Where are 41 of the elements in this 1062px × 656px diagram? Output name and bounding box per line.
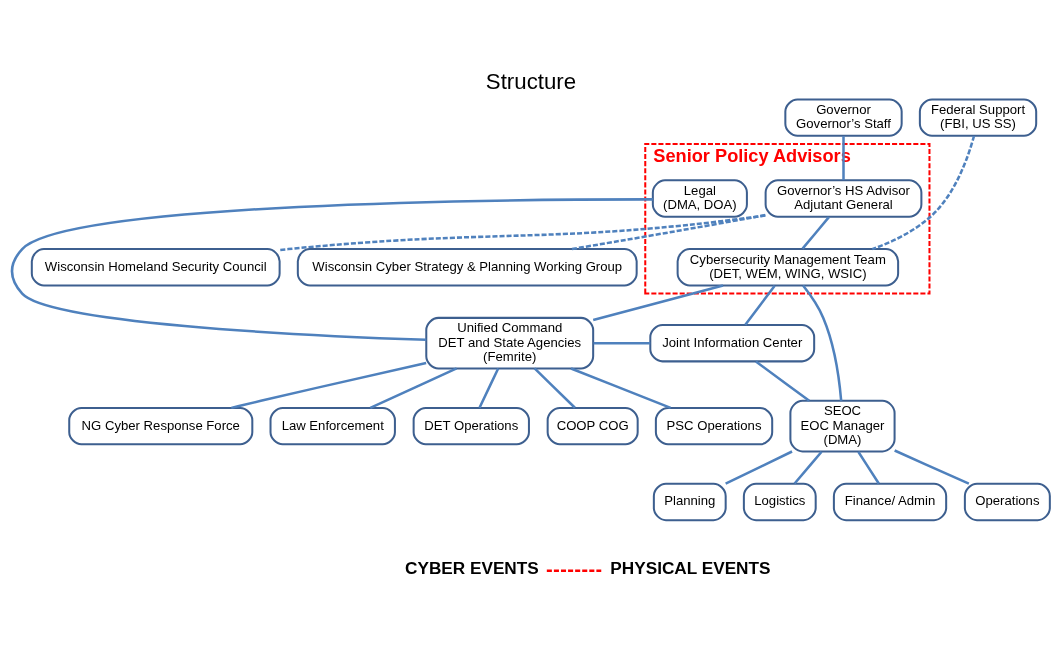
node-box: Planning	[652, 482, 727, 522]
connector	[744, 285, 776, 326]
node-box: Law Enforcement	[269, 406, 396, 446]
node-box: Federal Support (FBI, US SS)	[918, 98, 1038, 137]
connector	[801, 216, 830, 250]
node-box: Wisconsin Cyber Strategy & Planning Working Group	[296, 248, 638, 287]
connector	[755, 360, 810, 402]
node-box: Operations	[963, 482, 1051, 522]
node-box: Unified Command DET and State Agencies (Femrite)	[425, 316, 595, 370]
node-box: Governor’s HS Advisor Adjutant General	[764, 179, 923, 218]
connector	[592, 284, 724, 322]
connector	[533, 367, 576, 409]
connector	[571, 213, 766, 251]
connector	[593, 341, 651, 345]
node-box: Logistics	[742, 482, 817, 522]
node-box: COOP COG	[546, 406, 639, 446]
connector	[478, 367, 500, 409]
node-box: SEOC EOC Manager (DMA)	[789, 399, 896, 453]
node-box: NG Cyber Response Force	[68, 406, 254, 446]
node-box: Legal (DMA, DOA)	[651, 179, 748, 218]
node-box: DET Operations	[412, 406, 530, 446]
connector	[279, 214, 766, 252]
connector	[894, 449, 970, 485]
connector	[11, 198, 653, 342]
node-box: Cybersecurity Management Team (DET, WEM, WING, WSIC)	[676, 248, 900, 287]
connector	[871, 135, 976, 251]
connector	[369, 367, 458, 410]
node-box: PSC Operations	[654, 406, 774, 446]
connector	[802, 284, 843, 401]
node-box: Finance/ Admin	[832, 482, 948, 522]
connector	[725, 450, 793, 485]
label: PHYSICAL EVENTS	[610, 557, 771, 578]
connector	[793, 450, 823, 485]
node-box: Governor Governor’s Staff	[784, 98, 903, 137]
node-box: Wisconsin Homeland Security Council	[30, 248, 281, 287]
connector	[857, 451, 880, 485]
connector	[231, 361, 427, 410]
diagram-title: Structure	[485, 68, 577, 94]
label: CYBER EVENTS	[405, 557, 539, 578]
node-box: Joint Information Center	[649, 323, 816, 363]
connector	[570, 367, 672, 410]
